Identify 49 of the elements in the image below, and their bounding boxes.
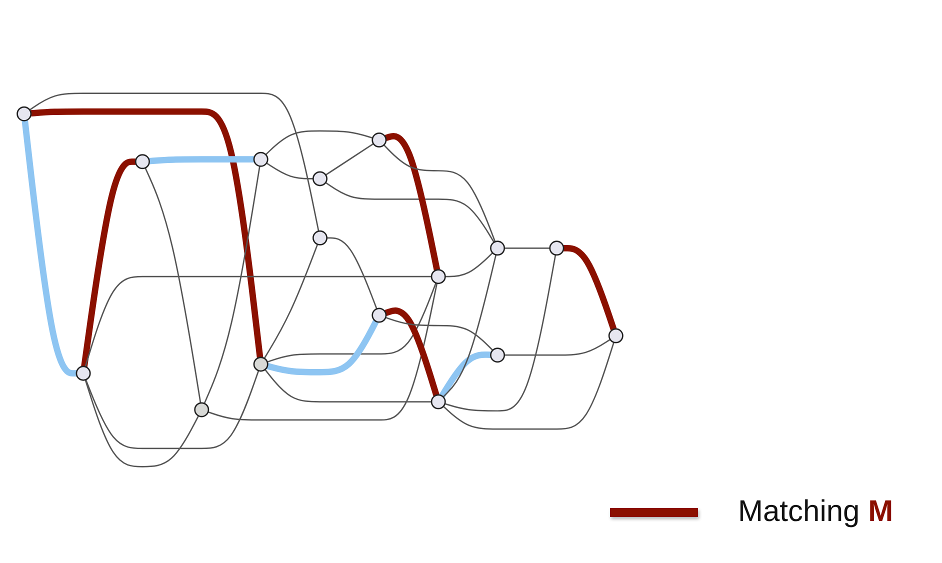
connector (385, 316, 494, 351)
node-circle (194, 402, 210, 418)
node-circle (372, 308, 387, 323)
connector (267, 282, 437, 363)
connector (442, 254, 497, 398)
node-circle (16, 106, 32, 122)
connector (384, 132, 440, 271)
connector (504, 338, 611, 356)
connector (264, 369, 432, 402)
node-circle (549, 240, 564, 256)
connector (29, 92, 320, 232)
connector (442, 342, 614, 430)
node-circle (312, 171, 328, 186)
connector (325, 182, 495, 243)
node-circle (312, 230, 328, 246)
connector (384, 307, 440, 396)
node-circle (608, 328, 624, 344)
node-circle (430, 269, 446, 284)
node-circle (372, 132, 387, 148)
connector (84, 380, 200, 468)
node-circle (253, 152, 268, 167)
connector (564, 244, 617, 330)
node-circle (253, 356, 268, 372)
connector (204, 166, 260, 404)
connector (265, 130, 373, 156)
connector (326, 237, 378, 310)
connector (22, 120, 76, 376)
connector (266, 162, 314, 180)
connector (444, 254, 556, 412)
node-circle (76, 366, 91, 381)
node-circle (490, 348, 506, 363)
connector (266, 320, 379, 376)
connector (325, 143, 374, 176)
connector (383, 144, 496, 242)
connector (208, 283, 438, 421)
connector (81, 158, 136, 367)
connector (504, 247, 550, 249)
connector (149, 156, 254, 164)
connector (84, 276, 432, 367)
connector (144, 168, 202, 404)
node-circle (490, 240, 506, 256)
connector (30, 108, 264, 358)
legend-text: Matching M (738, 495, 894, 529)
connector (85, 370, 260, 450)
connector (264, 244, 318, 359)
node-circle (430, 394, 446, 410)
node-circle (134, 154, 150, 170)
connector (445, 252, 494, 278)
connector (439, 351, 491, 398)
